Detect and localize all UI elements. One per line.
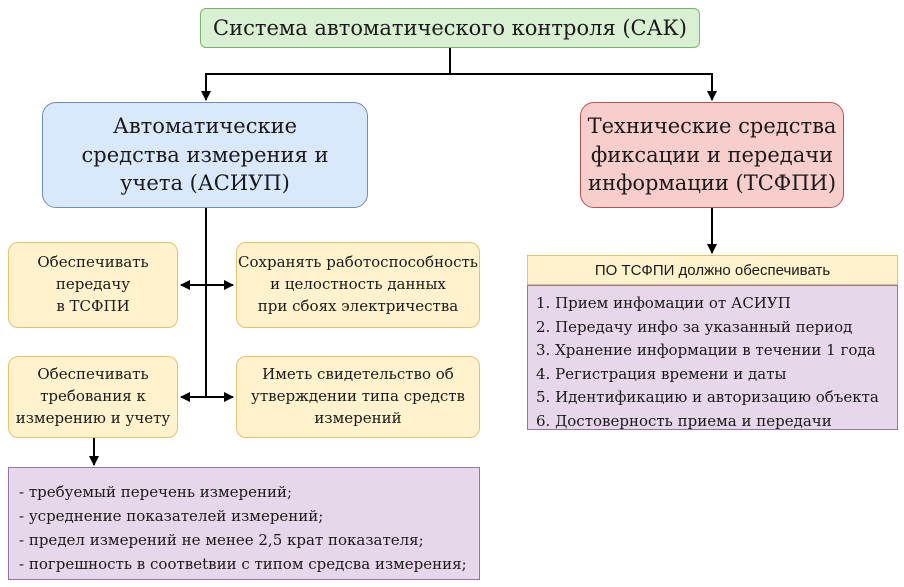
task-line: Иметь свидетельство об <box>262 365 454 384</box>
arrow-root-to-asiup <box>201 48 451 101</box>
asiup-line: средства измерения и <box>81 142 329 167</box>
task-node-reliability: Сохранять работоспособность и целостност… <box>236 242 480 328</box>
task-line: и целостность данных <box>270 275 446 294</box>
list-item: - погрешность в соотвеtвии с типом средс… <box>19 555 467 573</box>
po-header: ПО ТСФПИ должно обеспечивать <box>527 255 898 285</box>
task-node-transfer: Обеспечивать передачу в ТСФПИ <box>8 242 178 328</box>
po-items-list: 1. Прием инфомации от АСИУП 2. Передачу … <box>527 285 898 430</box>
list-item: 2. Передачу инфо за указанный период <box>536 317 853 336</box>
requirements-list: - требуемый перечень измерений; - усредн… <box>8 467 480 580</box>
list-item: 4. Регистрация времени и даты <box>536 364 787 383</box>
task-line: Обеспечивать <box>37 365 149 384</box>
arrow-root-to-tsfpi <box>450 73 717 101</box>
po-header-label: ПО ТСФПИ должно обеспечивать <box>594 261 831 279</box>
task-line: измерений <box>314 408 402 427</box>
list-item: 5. Идентификацию и авторизацию объекта <box>536 388 879 406</box>
root-node-label: Система автоматического контроля (САК) <box>213 15 687 40</box>
asiup-line: Автоматические <box>112 114 298 139</box>
task-line: Сохранять работоспособность <box>238 253 478 272</box>
task-node-certificate: Иметь свидетельство об утверждении типа … <box>236 356 480 438</box>
task-line: требования к <box>40 387 146 406</box>
node-asiup: Автоматические средства измерения и учет… <box>42 102 368 208</box>
list-item: 1. Прием инфомации от АСИУП <box>536 294 791 312</box>
task-node-requirements: Обеспечивать требования к измерению и уч… <box>8 356 178 438</box>
asiup-line: учета (АСИУП) <box>120 171 290 196</box>
task-line: в ТСФПИ <box>56 296 130 315</box>
task-line: утверждении типа средств <box>251 387 465 406</box>
task-line: передачу <box>55 275 131 294</box>
list-item: 3. Хранение информации в течении 1 года <box>536 341 876 359</box>
task-line: при сбоях электричества <box>257 296 459 315</box>
task-line: измерению и учету <box>15 408 171 427</box>
root-node-sak: Система автоматического контроля (САК) <box>200 8 700 48</box>
tsfpi-line: информации (ТСФПИ) <box>587 171 837 196</box>
tsfpi-line: Технические средства <box>587 114 837 139</box>
node-tsfpi: Технические средства фиксации и передачи… <box>580 102 844 208</box>
task-line: Обеспечивать <box>37 253 149 272</box>
list-item: - предел измерений не менее 2,5 крат пок… <box>19 531 424 549</box>
list-item: - усреднение показателей измерений; <box>19 507 324 525</box>
tsfpi-line: фиксации и передачи <box>590 142 834 167</box>
list-item: 6. Достоверность приема и передачи <box>536 411 832 430</box>
list-item: - требуемый перечень измерений; <box>19 483 293 501</box>
